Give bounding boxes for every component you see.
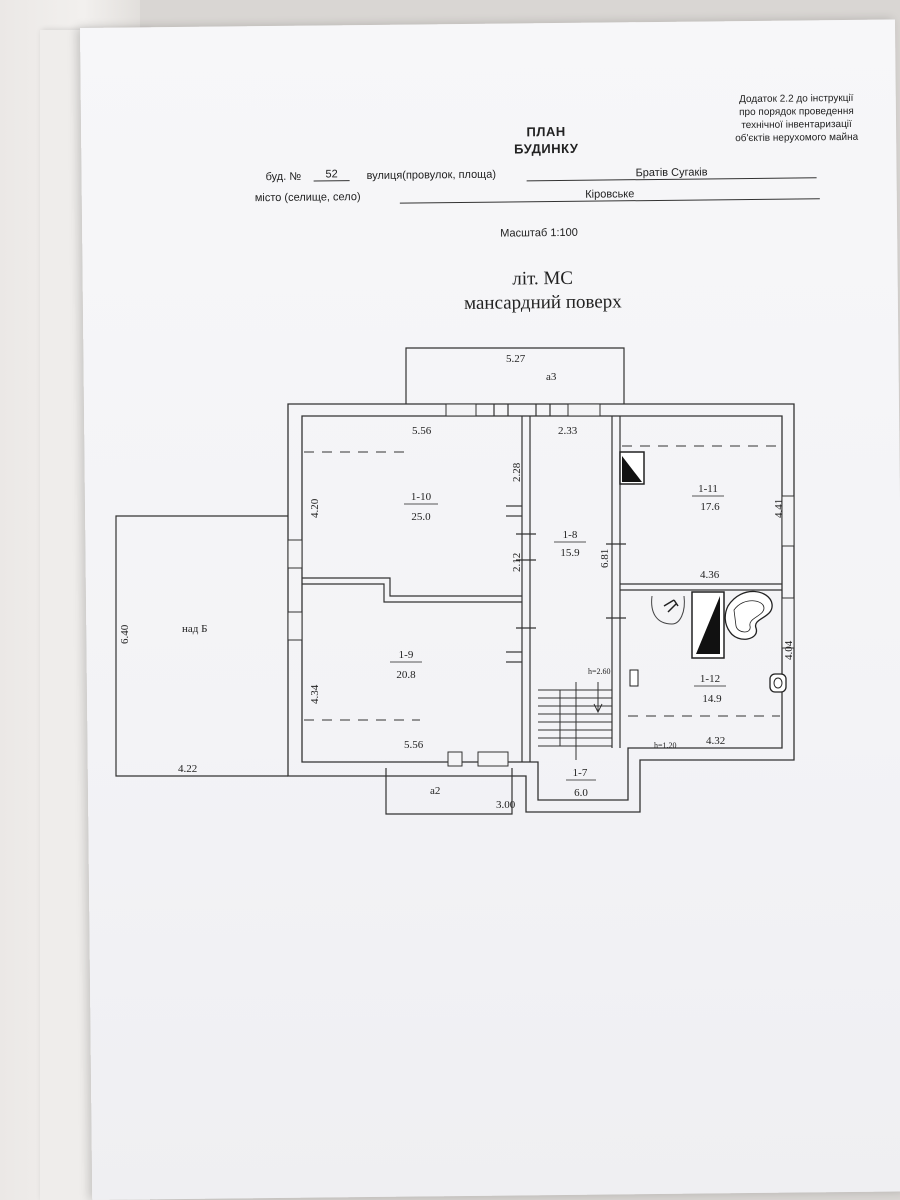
sink-faucet: [663, 599, 679, 613]
room-1-7-area: 6.0: [574, 787, 588, 799]
chimney-fill: [622, 456, 642, 482]
toilet-icon: [769, 673, 787, 693]
radiator-icon: [629, 669, 639, 687]
dim-porch-width: 3.00: [496, 799, 516, 811]
room-1-7-id: 1-7: [573, 767, 588, 779]
room-1-9-id: 1-9: [399, 649, 414, 661]
dim-mid-lower: 2.12: [511, 553, 523, 572]
dim-left-upper: 4.20: [309, 498, 321, 518]
dim-left-lower: 4.34: [309, 684, 321, 704]
dim-right-upper: 4.41: [773, 499, 785, 518]
balcony-outline: [405, 347, 625, 404]
dim-stair-height: h=2.60: [588, 667, 611, 676]
dim-top-middle: 2.33: [558, 425, 578, 437]
dim-right-lower: 4.04: [783, 640, 795, 660]
dim-corridor: 6.81: [599, 549, 611, 568]
windows: [287, 403, 795, 767]
jacuzzi-icon: [724, 590, 773, 640]
room-1-8-id: 1-8: [563, 529, 578, 541]
dim-bottom-left: 5.56: [404, 739, 424, 751]
label-balcony: а3: [546, 371, 557, 383]
dim-low-height: h=1.20: [654, 741, 677, 750]
porch-outline: [385, 768, 513, 815]
label-porch: а2: [430, 785, 440, 797]
interior-walls: [302, 416, 782, 762]
sink-icon: [651, 595, 685, 625]
dim-bottom-right: 4.32: [706, 735, 725, 747]
room-1-11-area: 17.6: [700, 501, 720, 513]
room-1-9-area: 20.8: [396, 669, 416, 681]
room-1-10-area: 25.0: [411, 511, 431, 523]
room-1-11-id: 1-11: [698, 483, 718, 495]
dim-balcony-width: 5.27: [506, 353, 526, 365]
room-1-12-id: 1-12: [700, 673, 720, 685]
toilet-bowl: [773, 677, 783, 689]
room-1-12-area: 14.9: [702, 693, 722, 705]
stairs: [538, 682, 612, 760]
dim-right-mid-width: 4.36: [700, 569, 720, 581]
dim-annex-height: 6.40: [119, 624, 131, 644]
label-above: над Б: [182, 623, 207, 635]
annex-outline: [115, 515, 288, 777]
doors: [493, 404, 626, 629]
room-1-10-id: 1-10: [411, 491, 432, 503]
dim-mid-upper: 2.28: [511, 462, 523, 482]
dim-top-left: 5.56: [412, 425, 432, 437]
dim-annex-width: 4.22: [178, 763, 197, 775]
room-1-8-area: 15.9: [560, 547, 580, 559]
bathtub-fill: [696, 596, 720, 654]
jacuzzi-inner: [733, 600, 765, 633]
ceiling-lines: [304, 445, 780, 721]
fixtures: [619, 451, 787, 693]
